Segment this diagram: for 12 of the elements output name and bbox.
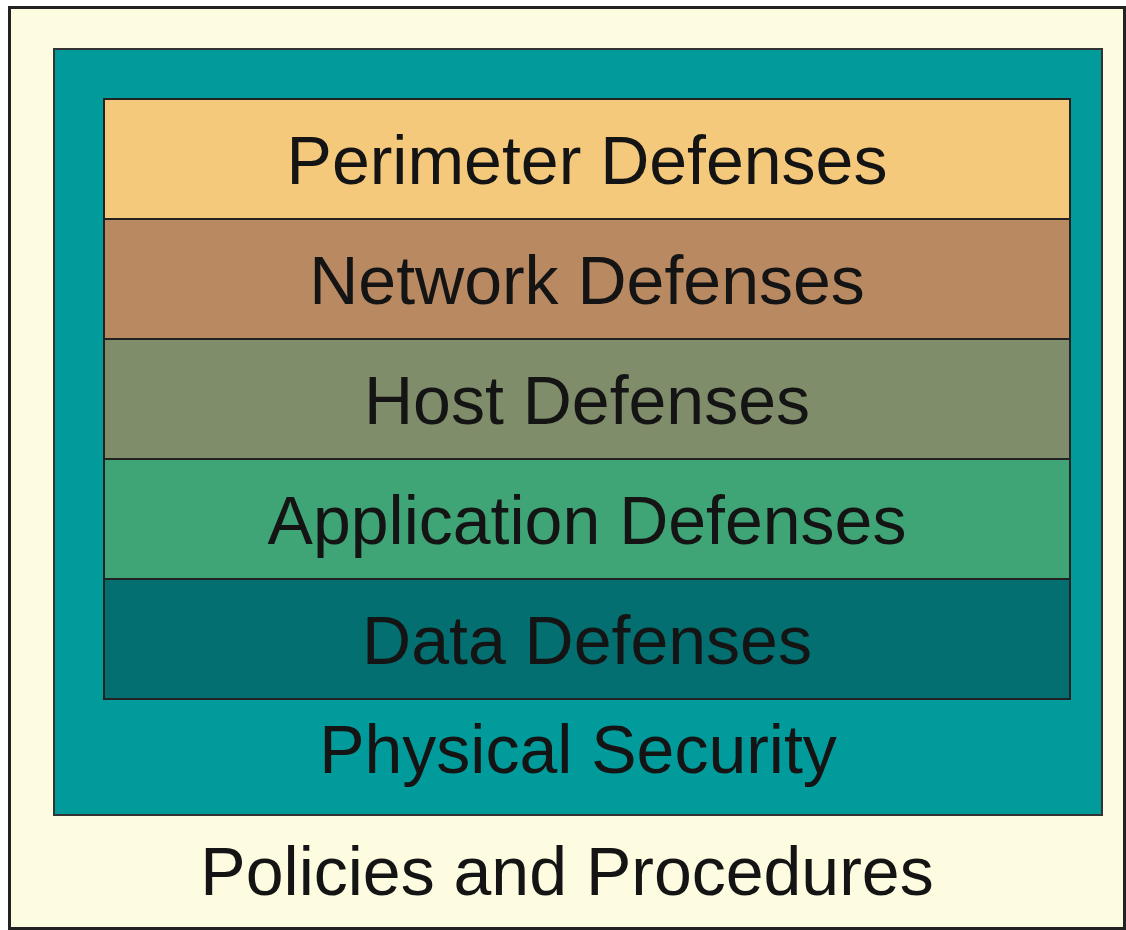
layer-label: Data Defenses (361, 606, 813, 674)
layer-label: Policies and Procedures (199, 837, 935, 905)
layer-label: Perimeter Defenses (285, 126, 889, 194)
layer-band (103, 578, 1071, 700)
layer-panel (53, 48, 1103, 816)
layer-band (103, 458, 1071, 580)
layer-label: Host Defenses (363, 366, 811, 434)
layer-band (103, 338, 1071, 460)
layer-band (103, 218, 1071, 340)
layer-label: Network Defenses (308, 246, 866, 314)
outer-panel (8, 6, 1126, 930)
layer-band (103, 98, 1071, 220)
